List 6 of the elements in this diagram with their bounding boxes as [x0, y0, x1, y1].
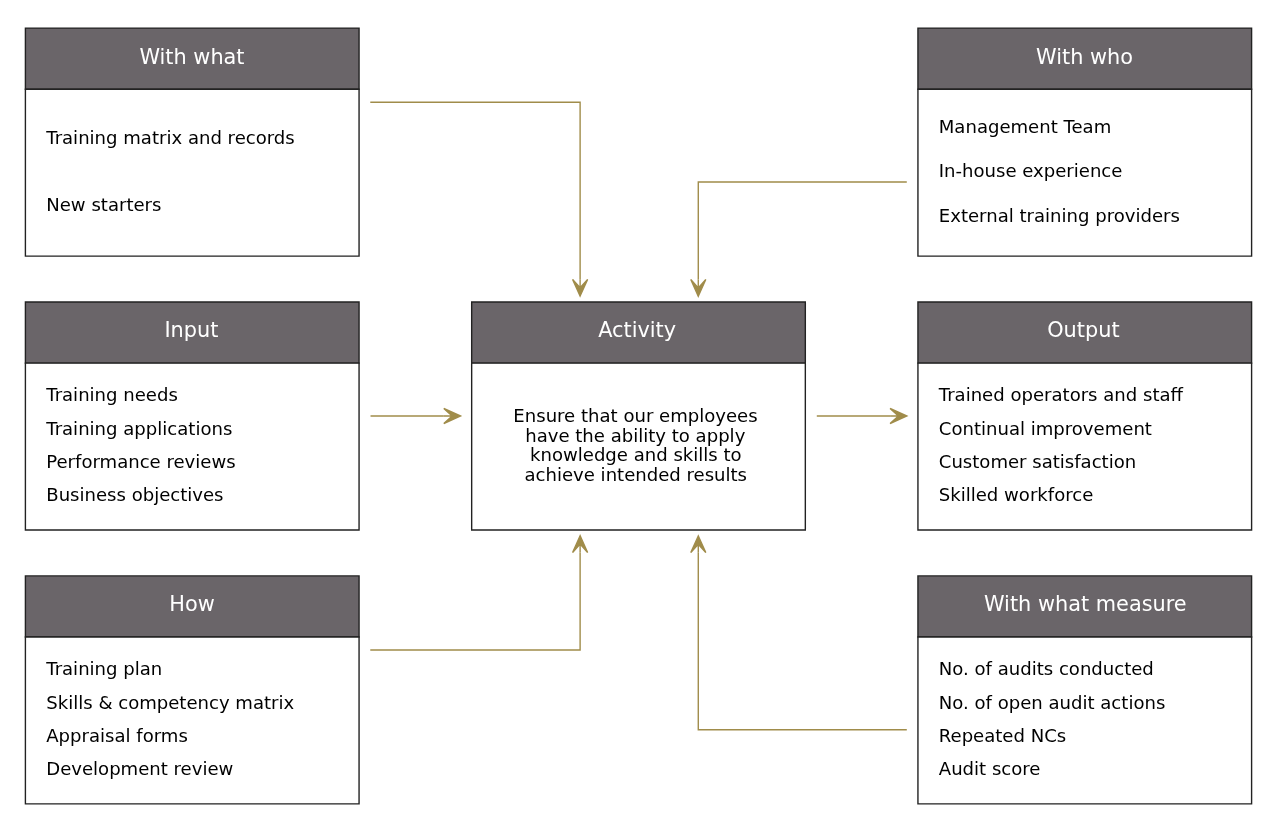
arrow: [690, 535, 908, 731]
arrow: [369, 535, 589, 651]
arrow: [369, 407, 462, 425]
arrow: [816, 407, 908, 425]
arrow: [690, 181, 908, 297]
arrow: [369, 101, 589, 297]
